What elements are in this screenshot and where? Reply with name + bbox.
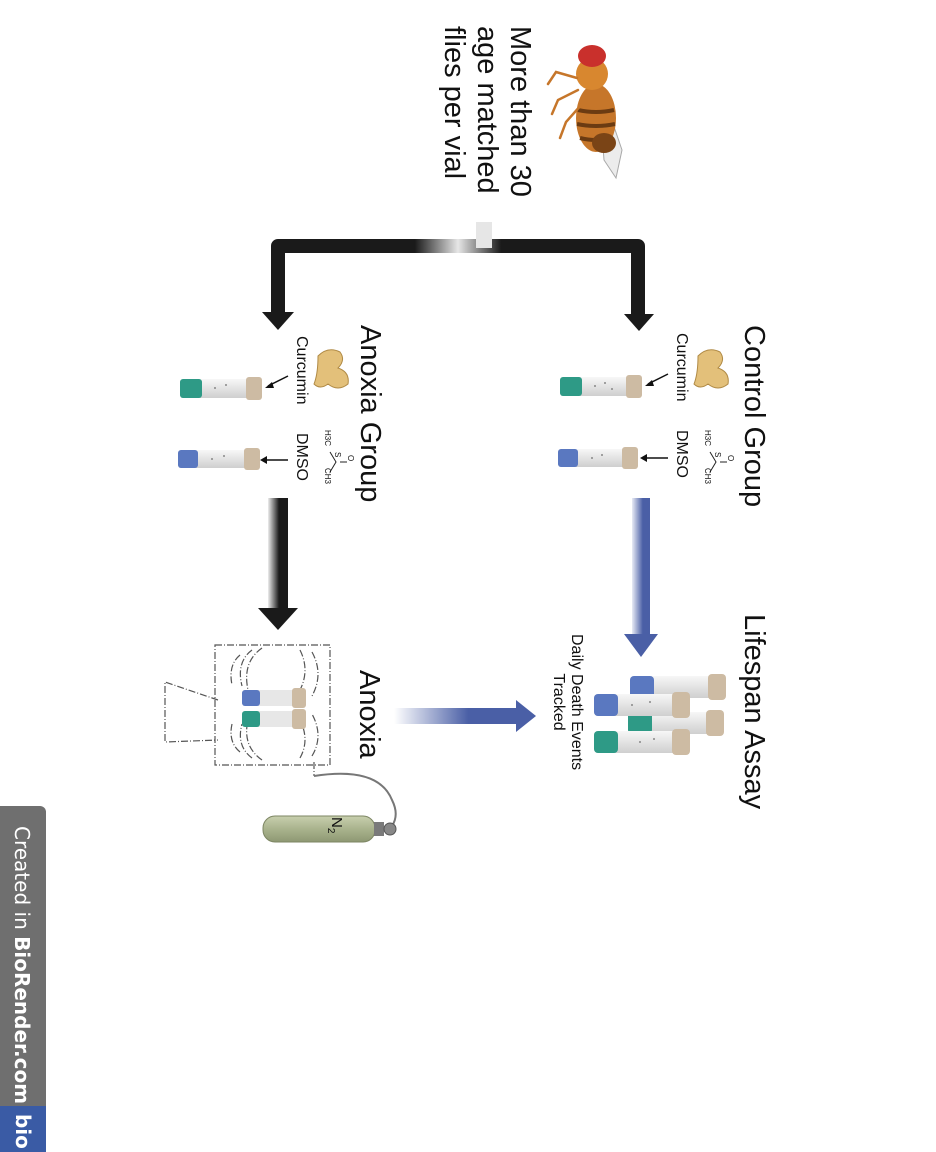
logo-text: bio <box>11 1114 35 1149</box>
split-stem <box>476 222 492 248</box>
anoxia-chamber-icon <box>164 644 331 776</box>
arrow-head-lifespan <box>624 634 658 657</box>
vial-icon <box>628 710 724 736</box>
vial-icon <box>180 377 262 400</box>
arrow-head-lifespan-right <box>516 700 536 732</box>
anoxia-title: Anoxia <box>353 670 385 759</box>
biorender-credit-badge[interactable]: Created in BioRender.com bio <box>0 806 46 1152</box>
dmso-molecule-icon <box>329 451 347 473</box>
vial-icon <box>178 448 260 470</box>
arrow-anoxia-to-lifespan <box>394 708 518 724</box>
vial-icon <box>242 709 306 729</box>
chem-o: O <box>726 455 735 462</box>
lifespan-caption: Daily Death Events Tracked <box>549 634 585 770</box>
lifespan-line: Daily Death Events <box>568 634 585 771</box>
vial-icon <box>558 447 638 469</box>
nitrogen-cylinder-icon <box>262 815 397 843</box>
fruit-fly-icon <box>546 45 623 180</box>
credit-brand: BioRender.com <box>10 936 34 1105</box>
gas-hose <box>313 772 397 827</box>
nitrogen-label: N2 <box>325 817 345 833</box>
arrow-head-anoxia <box>258 608 298 630</box>
control-dmso-label: DMSO <box>673 430 690 478</box>
arrow-anoxia-group-to-anoxia <box>268 498 288 610</box>
gas-subscript: 2 <box>325 827 336 834</box>
intro-text: More than 30 age matched flies per vial <box>437 26 536 197</box>
control-group-title: Control Group <box>738 325 770 508</box>
lifespan-line: Tracked <box>550 673 567 731</box>
ginger-root-icon <box>693 349 729 389</box>
lifespan-title: Lifespan Assay <box>738 614 770 810</box>
intro-line: age matched <box>471 26 503 194</box>
biorender-logo-icon: bio <box>0 1106 46 1152</box>
intro-line: flies per vial <box>438 26 470 180</box>
chem-o: O <box>346 455 355 462</box>
chem-ch3: CH3 <box>323 468 332 485</box>
ginger-root-icon <box>313 349 349 389</box>
anoxia-curcumin-label: Curcumin <box>293 336 310 405</box>
intro-line: More than 30 <box>504 26 536 197</box>
anoxia-group-title: Anoxia Group <box>354 325 386 503</box>
arrow-control-to-lifespan <box>632 498 650 636</box>
credit-text: Created in BioRender.com <box>10 826 34 1104</box>
arrow-to-control-group <box>624 314 654 331</box>
dmso-molecule-icon <box>709 451 727 473</box>
vial-icon <box>630 674 726 700</box>
chem-h3c: H3C <box>703 430 712 447</box>
anoxia-dmso-label: DMSO <box>293 433 310 481</box>
vial-icon <box>594 729 690 755</box>
gas-symbol: N <box>328 817 345 828</box>
chem-s: S <box>713 452 722 458</box>
chem-s: S <box>333 452 342 458</box>
arrow-to-anoxia-group <box>262 312 294 330</box>
control-curcumin-label: Curcumin <box>673 333 690 402</box>
chem-h3c: H3C <box>323 430 332 447</box>
credit-prefix: Created in <box>10 826 34 937</box>
split-connector <box>271 239 645 318</box>
vial-icon <box>242 688 306 708</box>
chem-ch3: CH3 <box>703 468 712 485</box>
vial-icon <box>560 375 642 398</box>
vial-icon <box>594 692 690 718</box>
